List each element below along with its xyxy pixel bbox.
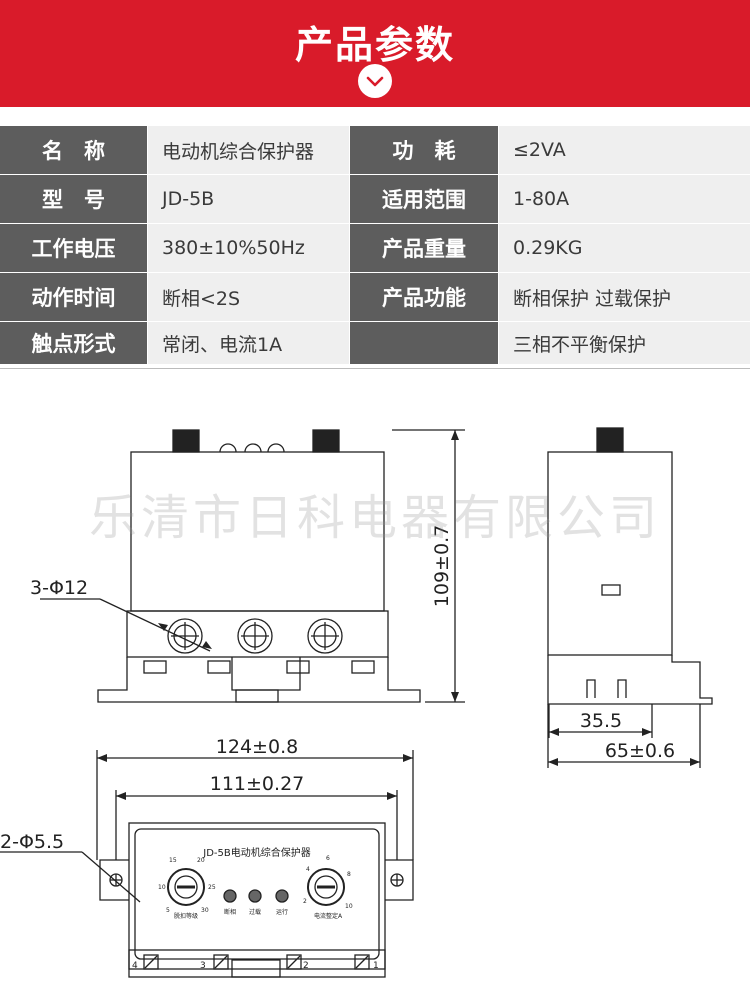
- spec-value: 常闭、电流1A: [148, 322, 349, 364]
- dial-tick: 8: [347, 871, 351, 878]
- spec-row: 工作电压 380±10%50Hz 产品重量 0.29KG: [0, 224, 750, 273]
- spec-label: 工作电压: [0, 224, 147, 272]
- dial-tick: 20: [197, 857, 205, 864]
- spec-row: 触点形式 常闭、电流1A 三相不平衡保护: [0, 322, 750, 365]
- holes-label: 3-Φ12: [30, 577, 88, 599]
- page-title: 产品参数: [294, 23, 455, 67]
- spec-value: 0.29KG: [499, 224, 750, 272]
- side-inner-dimension: 35.5: [580, 710, 622, 732]
- dial-tick: 6: [326, 855, 330, 862]
- dial-tick: 10: [158, 884, 166, 891]
- spec-value: 断相保护 过载保护: [499, 273, 750, 321]
- side-depth-dimension: 65±0.6: [605, 740, 675, 762]
- terminal-number: 4: [132, 961, 138, 971]
- indicator-label: 运行: [276, 908, 288, 916]
- indicator-label: 过载: [249, 908, 261, 916]
- chevron-down-icon[interactable]: [358, 64, 392, 98]
- right-dial-label: 电流整定A: [314, 912, 343, 920]
- spec-label: 型 号: [0, 175, 147, 223]
- spec-label: 产品功能: [350, 273, 498, 321]
- dial-tick: 5: [166, 907, 170, 914]
- front-view: [40, 429, 421, 703]
- spec-table: 名 称 电动机综合保护器 功 耗 ≤2VA 型 号 JD-5B 适用范围 1-8…: [0, 126, 750, 365]
- top-view: [0, 750, 414, 978]
- dial-tick: 4: [306, 866, 310, 873]
- side-view: [547, 427, 713, 768]
- spec-row: 型 号 JD-5B 适用范围 1-80A: [0, 175, 750, 224]
- spec-value: ≤2VA: [499, 126, 750, 174]
- dial-tick: 10: [345, 903, 353, 910]
- dial-tick: 25: [208, 884, 216, 891]
- terminal-number: 3: [200, 961, 206, 971]
- spec-label: 产品重量: [350, 224, 498, 272]
- dial-tick: 2: [303, 898, 307, 905]
- spec-label: [350, 322, 498, 364]
- spec-value: 380±10%50Hz: [148, 224, 349, 272]
- spec-value: 电动机综合保护器: [148, 126, 349, 174]
- terminal-number: 2: [303, 961, 309, 971]
- spec-label: 动作时间: [0, 273, 147, 321]
- spec-label: 名 称: [0, 126, 147, 174]
- spec-row: 动作时间 断相<2S 产品功能 断相保护 过载保护: [0, 273, 750, 322]
- divider: [0, 368, 750, 369]
- panel-title: JD-5B电动机综合保护器: [202, 846, 310, 859]
- mount-holes-label: 2-Φ5.5: [0, 831, 64, 853]
- overall-width-dimension: 124±0.8: [216, 736, 298, 758]
- left-dial-label: 脱扣等级: [174, 912, 198, 920]
- spec-label: 功 耗: [350, 126, 498, 174]
- spec-row: 名 称 电动机综合保护器 功 耗 ≤2VA: [0, 126, 750, 175]
- indicator-label: 断相: [224, 908, 236, 916]
- height-dimension: 109±0.7: [431, 525, 453, 607]
- terminal-number: 1: [373, 961, 379, 971]
- dial-tick: 30: [201, 907, 209, 914]
- dial-tick: 15: [169, 857, 177, 864]
- spec-value: 三相不平衡保护: [499, 322, 750, 364]
- spec-value: 断相<2S: [148, 273, 349, 321]
- spec-value: 1-80A: [499, 175, 750, 223]
- mount-spacing-dimension: 111±0.27: [210, 773, 305, 795]
- spec-label: 触点形式: [0, 322, 147, 364]
- header-banner: 产品参数: [0, 0, 750, 107]
- spec-label: 适用范围: [350, 175, 498, 223]
- spec-value: JD-5B: [148, 175, 349, 223]
